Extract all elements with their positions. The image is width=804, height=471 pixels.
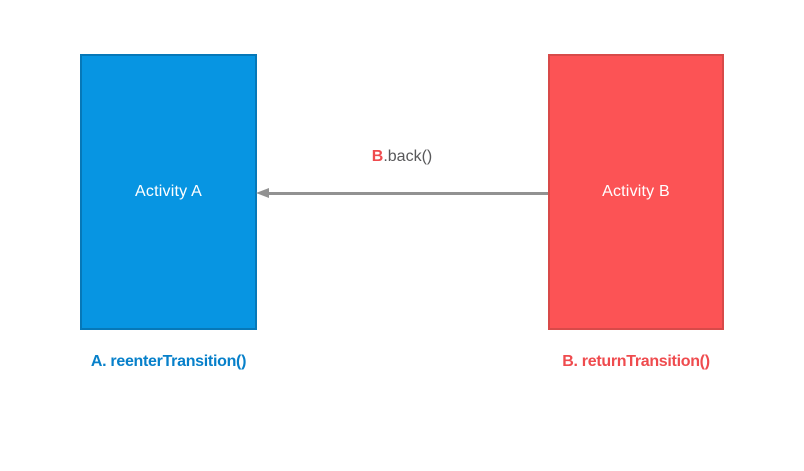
back-call-prefix: B bbox=[371, 148, 384, 165]
activity-a-label: Activity A bbox=[135, 183, 202, 200]
back-call-rest: .back() bbox=[383, 148, 433, 165]
activity-b-box: Activity B bbox=[548, 54, 724, 330]
activity-a-box: Activity A bbox=[80, 54, 257, 330]
back-arrow-line bbox=[268, 192, 548, 195]
activity-b-label: Activity B bbox=[602, 183, 670, 200]
back-call-label: B.back() bbox=[372, 148, 432, 166]
back-arrow-head-icon bbox=[256, 188, 269, 198]
return-transition-caption: B. returnTransition() bbox=[562, 353, 710, 370]
reenter-transition-caption: A. reenterTransition() bbox=[90, 353, 247, 370]
